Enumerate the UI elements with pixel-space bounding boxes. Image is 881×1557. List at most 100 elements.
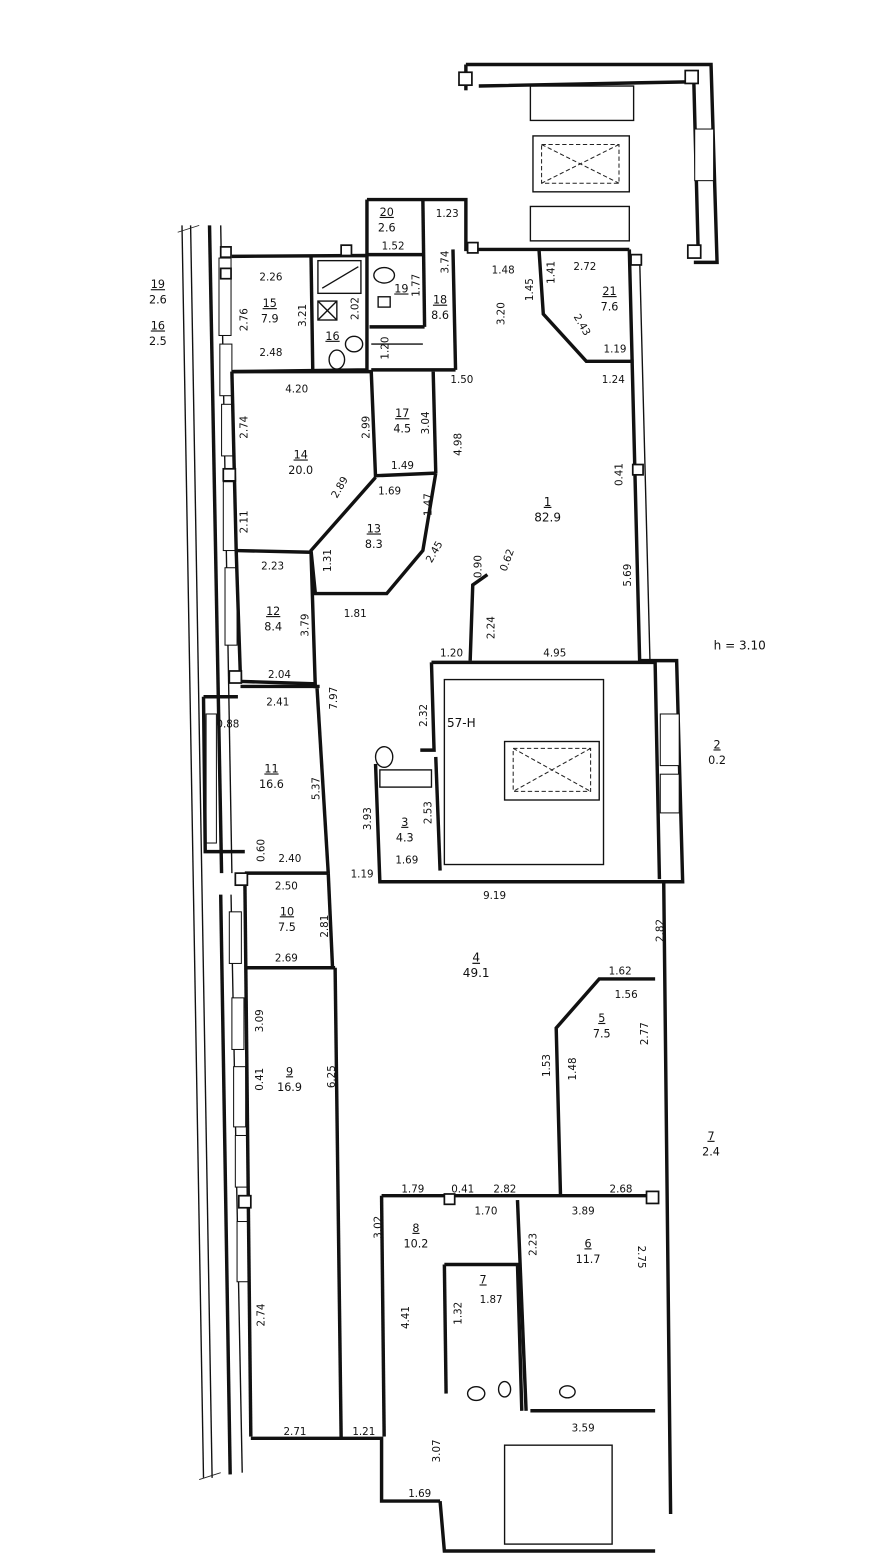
room-label: 4	[472, 951, 480, 965]
dimension: 1.24	[602, 374, 625, 386]
unit-number-label: 57-Н	[447, 716, 476, 730]
dimension: 1.53	[541, 1054, 553, 1077]
room-labels: 1 82.9 2 0.2 3 4.3 4 49.1 5 7.5 6 11.7 7…	[149, 206, 726, 1287]
dimension: 0.41	[451, 1183, 474, 1195]
dimension: 1.87	[480, 1294, 503, 1306]
room-area: 4.5	[393, 423, 411, 436]
dimension: 1.62	[609, 966, 632, 978]
room-area: 16.6	[259, 778, 284, 791]
dimension: 3.79	[299, 614, 311, 637]
dimension: 0.41	[254, 1068, 266, 1091]
room-label: 12	[266, 605, 280, 618]
dimension: 2.53	[422, 801, 434, 824]
dimension: 4.20	[285, 383, 308, 395]
room-label: 5	[598, 1012, 605, 1025]
room-area: 0.2	[708, 754, 726, 767]
dimension: 0.90	[472, 555, 484, 578]
room-label: 9	[286, 1065, 293, 1078]
dimension: 2.99	[361, 416, 373, 439]
room-label: 19	[151, 278, 165, 291]
dimension: 4.98	[453, 433, 465, 456]
dimension: 3.74	[440, 251, 452, 274]
dimension: 1.56	[615, 989, 638, 1001]
dimension: 1.69	[408, 1488, 431, 1500]
room-area: 20.0	[288, 464, 313, 477]
dimension: 2.40	[278, 853, 301, 865]
dimension: 2.76	[238, 308, 250, 331]
dimension: 2.04	[268, 669, 291, 681]
room-area: 8.4	[264, 621, 282, 634]
dimension: 6.25	[326, 1065, 338, 1088]
dimension: 1.47	[422, 493, 434, 516]
dimension: 1.69	[378, 486, 401, 498]
dimension: 2.72	[573, 261, 596, 273]
room-label: 17	[395, 407, 409, 420]
room-area: 11.7	[576, 1253, 601, 1266]
dimension: 2.74	[256, 1303, 268, 1326]
room-label: 1	[544, 495, 552, 509]
room-label: 16	[325, 330, 339, 343]
room-label: 15	[263, 297, 277, 310]
dimension: 2.26	[259, 271, 282, 283]
room-label: 10	[280, 905, 294, 918]
dimension: 2.45	[424, 539, 446, 565]
dimension: 1.23	[436, 208, 459, 220]
dimension: 2.32	[418, 704, 430, 727]
room-area: 49.1	[463, 966, 490, 980]
dimension: 1.49	[391, 460, 414, 472]
dimension: 2.23	[527, 1233, 539, 1256]
dimension: 2.82	[493, 1183, 516, 1195]
room-label: 16	[151, 319, 165, 332]
dimension: 7.97	[328, 687, 340, 710]
dimension: 2.89	[329, 475, 351, 501]
dimension: 1.21	[352, 1426, 375, 1438]
dimension: 2.41	[266, 696, 289, 708]
room-label: 14	[294, 448, 308, 461]
dimension: 3.04	[420, 411, 432, 434]
top-stairwell	[458, 62, 719, 265]
room-area: 8.3	[365, 538, 383, 551]
dimension: 2.23	[261, 560, 284, 572]
room-area: 8.6	[431, 309, 449, 322]
dimension: 3.07	[431, 1439, 443, 1462]
dimension: 2.43	[571, 312, 593, 338]
dimension: 4.41	[400, 1306, 412, 1329]
dimension: 4.95	[543, 647, 566, 659]
room-area: 4.3	[396, 831, 414, 844]
dimension: 1.70	[474, 1206, 497, 1218]
dimension: 1.31	[322, 549, 334, 572]
dimension: 3.21	[297, 304, 309, 327]
dimension: 9.19	[483, 890, 506, 902]
dimension: 2.11	[238, 510, 250, 533]
room-area: 2.5	[149, 335, 167, 348]
dimension: 3.09	[254, 1009, 266, 1032]
dimension: 1.81	[344, 608, 367, 620]
dimension-labels: 2.26 2.76 3.21 2.02 2.48 1.52 1.23 1.77 …	[216, 208, 666, 1500]
dimension: 2.75	[635, 1246, 647, 1269]
dimension: 2.48	[259, 347, 282, 359]
room-area: 10.2	[404, 1237, 429, 1250]
room-label: 3	[401, 816, 408, 829]
room-area: 2.6	[149, 294, 167, 307]
dimension: 1.52	[382, 240, 405, 252]
room-label: 11	[264, 762, 278, 775]
dimension: 3.93	[362, 807, 374, 830]
room-area: 2.6	[378, 221, 396, 234]
room-area: 2.4	[702, 1145, 720, 1158]
room-label: 7	[707, 1130, 714, 1143]
dimension: 2.81	[319, 915, 331, 938]
dimension: 0.88	[216, 719, 239, 731]
room-area: 7.5	[278, 921, 296, 934]
room-label: 19	[394, 282, 408, 295]
room-label: 13	[367, 522, 381, 535]
dimension: 0.62	[498, 547, 517, 573]
dimension: 1.19	[604, 344, 627, 356]
dimension: 3.02	[373, 1216, 385, 1239]
dimension: 2.24	[485, 616, 497, 639]
room-label: 7	[480, 1273, 487, 1286]
room-label: 2	[714, 738, 721, 751]
dimension: 2.68	[610, 1183, 633, 1195]
dimension: 5.69	[622, 564, 634, 587]
dimension: 1.50	[450, 374, 473, 386]
